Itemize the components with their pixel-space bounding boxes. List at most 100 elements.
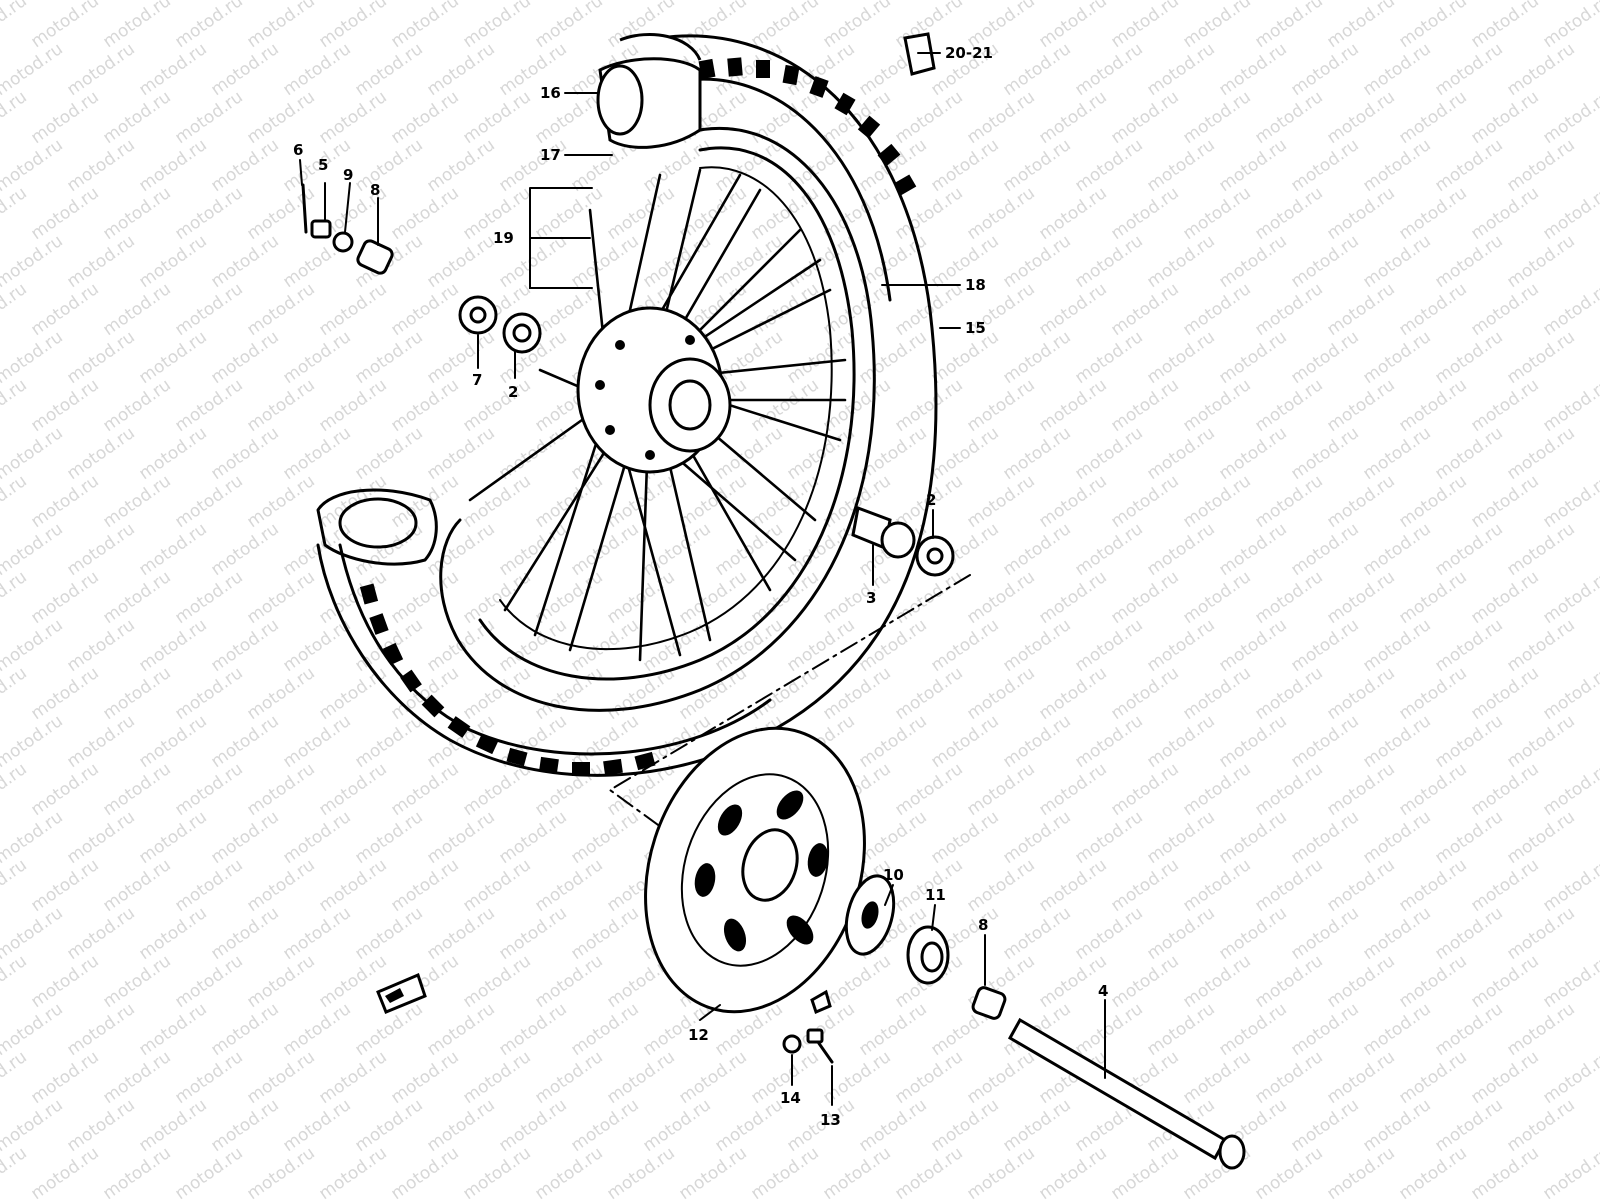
watermark-text: motod.ru (63, 807, 138, 868)
watermark-text: motod.ru (1107, 951, 1182, 1012)
watermark-text: motod.ru (279, 1095, 354, 1156)
watermark-text: motod.ru (1143, 903, 1218, 964)
watermark-text: motod.ru (1395, 1143, 1470, 1200)
watermark-text: motod.ru (1287, 423, 1362, 484)
watermark-text: motod.ru (531, 1047, 606, 1108)
watermark-text: motod.ru (63, 135, 138, 196)
watermark-text: motod.ru (459, 951, 534, 1012)
watermark-text: motod.ru (243, 0, 318, 52)
watermark-text: motod.ru (1215, 999, 1290, 1060)
callout-7: 7 (472, 371, 482, 389)
watermark-text: motod.ru (1143, 231, 1218, 292)
watermark-text: motod.ru (1107, 567, 1182, 628)
watermark-text: motod.ru (1251, 663, 1326, 724)
watermark-text: motod.ru (1359, 903, 1434, 964)
watermark-text: motod.ru (747, 1143, 822, 1200)
watermark-text: motod.ru (1179, 0, 1254, 52)
watermark-text: motod.ru (1395, 279, 1470, 340)
watermark-text: motod.ru (855, 999, 930, 1060)
watermark-text: motod.ru (855, 1095, 930, 1156)
watermark-text: motod.ru (1071, 135, 1146, 196)
watermark-text: motod.ru (1035, 279, 1110, 340)
disc-bolt (806, 1028, 834, 1064)
watermark-text: motod.ru (1179, 759, 1254, 820)
callout-10: 10 (883, 866, 904, 884)
watermark-text: motod.ru (279, 327, 354, 388)
watermark-text: motod.ru (1503, 1095, 1578, 1156)
watermark-text: motod.ru (1395, 471, 1470, 532)
watermark-text: motod.ru (711, 231, 786, 292)
watermark-text: motod.ru (747, 279, 822, 340)
watermark-text: motod.ru (315, 87, 390, 148)
watermark-text: motod.ru (243, 1047, 318, 1108)
watermark-text: motod.ru (27, 1143, 102, 1200)
watermark-text: motod.ru (63, 231, 138, 292)
watermark-text: motod.ru (423, 231, 498, 292)
watermark-text: motod.ru (1467, 471, 1542, 532)
watermark-text: motod.ru (0, 1095, 67, 1156)
watermark-text: motod.ru (927, 1095, 1002, 1156)
watermark-text: motod.ru (891, 567, 966, 628)
watermark-text: motod.ru (243, 855, 318, 916)
watermark-text: motod.ru (0, 711, 67, 772)
watermark-text: motod.ru (1323, 1047, 1398, 1108)
watermark-text: motod.ru (0, 903, 67, 964)
watermark-text: motod.ru (1431, 39, 1506, 100)
watermark-text: motod.ru (963, 1047, 1038, 1108)
watermark-text: motod.ru (387, 183, 462, 244)
gear-box-retainer (906, 925, 950, 985)
watermark-text: motod.ru (63, 423, 138, 484)
watermark-text: motod.ru (0, 951, 31, 1012)
watermark-text: motod.ru (963, 87, 1038, 148)
watermark-text: motod.ru (99, 663, 174, 724)
watermark-text: motod.ru (387, 279, 462, 340)
watermark-text: motod.ru (1071, 999, 1146, 1060)
watermark-text: motod.ru (99, 471, 174, 532)
watermark-text: motod.ru (135, 39, 210, 100)
watermark-text: motod.ru (963, 855, 1038, 916)
watermark-text: motod.ru (207, 711, 282, 772)
watermark-text: motod.ru (0, 663, 31, 724)
watermark-text: motod.ru (1395, 183, 1470, 244)
watermark-text: motod.ru (1035, 183, 1110, 244)
watermark-text: motod.ru (99, 1047, 174, 1108)
watermark-text: motod.ru (1359, 135, 1434, 196)
watermark-text: motod.ru (315, 0, 390, 52)
watermark-text: motod.ru (99, 87, 174, 148)
watermark-text: motod.ru (171, 1047, 246, 1108)
watermark-text: motod.ru (711, 39, 786, 100)
watermark-text: motod.ru (1467, 375, 1542, 436)
watermark-text: motod.ru (567, 1095, 642, 1156)
watermark-text: motod.ru (1395, 375, 1470, 436)
callout-18: 18 (965, 276, 986, 294)
watermark-text: motod.ru (207, 1095, 282, 1156)
watermark-text: motod.ru (1395, 759, 1470, 820)
watermark-text: motod.ru (351, 39, 426, 100)
washer (332, 231, 354, 253)
watermark-text: motod.ru (1143, 519, 1218, 580)
watermark-text: motod.ru (387, 1047, 462, 1108)
watermark-text: motod.ru (1107, 759, 1182, 820)
watermark-text: motod.ru (1503, 39, 1578, 100)
watermark-text: motod.ru (1107, 183, 1182, 244)
leader-lines (299, 52, 1106, 1106)
watermark-text: motod.ru (135, 519, 210, 580)
axis-guide-line (608, 574, 971, 831)
watermark-text: motod.ru (0, 855, 31, 916)
watermark-text: motod.ru (0, 423, 67, 484)
watermark-text: motod.ru (1035, 375, 1110, 436)
watermark-text: motod.ru (0, 135, 67, 196)
watermark-text: motod.ru (1251, 471, 1326, 532)
watermark-text: motod.ru (1071, 807, 1146, 868)
watermark-text: motod.ru (1215, 327, 1290, 388)
watermark-text: motod.ru (1323, 759, 1398, 820)
watermark-text: motod.ru (747, 663, 822, 724)
watermark-text: motod.ru (567, 231, 642, 292)
watermark-text: motod.ru (171, 951, 246, 1012)
watermark-text: motod.ru (495, 615, 570, 676)
tube (596, 32, 702, 149)
watermark-text: motod.ru (1107, 279, 1182, 340)
disc-bolt-washer (782, 1034, 802, 1054)
watermark-text: motod.ru (243, 567, 318, 628)
watermark-text: motod.ru (1431, 231, 1506, 292)
